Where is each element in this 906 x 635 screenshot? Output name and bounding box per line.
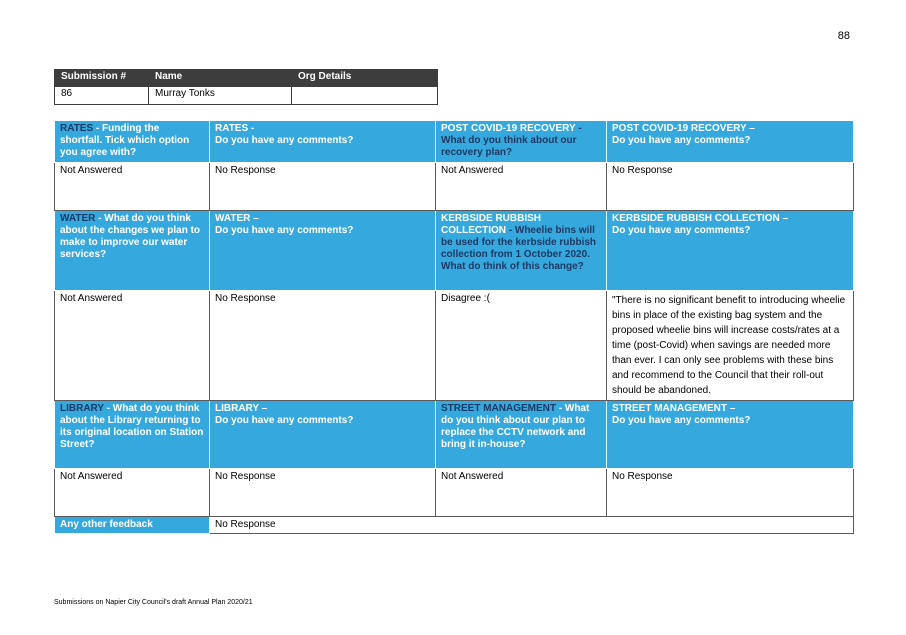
answer-cell: Disagree :( — [435, 290, 607, 401]
question-cell: KERBSIDE RUBBISH COLLECTION - Wheelie bi… — [435, 210, 607, 291]
question-cell: POST COVID-19 RECOVERY - What do you thi… — [435, 120, 607, 163]
question-cell: STREET MANAGEMENT – Do you have any comm… — [606, 400, 854, 469]
question-row: RATES - Funding the shortfall. Tick whic… — [54, 120, 854, 163]
question-cell: POST COVID-19 RECOVERY – Do you have any… — [606, 120, 854, 163]
org-details-value — [291, 86, 438, 105]
page-footer: Submissions on Napier City Council's dra… — [54, 599, 253, 606]
answer-cell: No Response — [606, 162, 854, 211]
question-cell: WATER - What do you think about the chan… — [54, 210, 210, 291]
question-cell: LIBRARY - What do you think about the Li… — [54, 400, 210, 469]
answer-cell: Not Answered — [54, 290, 210, 401]
other-feedback-value: No Response — [209, 516, 854, 534]
page-number: 88 — [837, 30, 850, 42]
answer-cell: Not Answered — [54, 162, 210, 211]
submission-number-value: 86 — [54, 86, 149, 105]
answer-cell: No Response — [209, 290, 436, 401]
question-cell: STREET MANAGEMENT - What do you think ab… — [435, 400, 607, 469]
name-value: Murray Tonks — [148, 86, 292, 105]
question-row: WATER - What do you think about the chan… — [54, 210, 854, 291]
name-header: Name — [148, 69, 292, 87]
answer-row: Not Answered No Response Not Answered No… — [54, 468, 854, 517]
submission-header-row: Submission # Name Org Details — [54, 69, 438, 87]
answer-cell: Not Answered — [435, 468, 607, 517]
submission-table: Submission # Name Org Details 86 Murray … — [54, 69, 438, 105]
answer-cell: "There is no significant benefit to intr… — [606, 290, 854, 401]
submission-value-row: 86 Murray Tonks — [54, 86, 438, 105]
question-row: LIBRARY - What do you think about the Li… — [54, 400, 854, 469]
answer-cell: No Response — [209, 468, 436, 517]
answer-row: Not Answered No Response Disagree :( "Th… — [54, 290, 854, 401]
org-details-header: Org Details — [291, 69, 438, 87]
question-cell: RATES - Funding the shortfall. Tick whic… — [54, 120, 210, 163]
other-feedback-row: Any other feedback No Response — [54, 516, 854, 534]
answer-row: Not Answered No Response Not Answered No… — [54, 162, 854, 211]
question-cell: WATER – Do you have any comments? — [209, 210, 436, 291]
responses-table: RATES - Funding the shortfall. Tick whic… — [54, 120, 854, 534]
other-feedback-label: Any other feedback — [54, 516, 210, 534]
question-cell: LIBRARY – Do you have any comments? — [209, 400, 436, 469]
answer-cell: Not Answered — [54, 468, 210, 517]
question-cell: KERBSIDE RUBBISH COLLECTION – Do you hav… — [606, 210, 854, 291]
answer-cell: No Response — [209, 162, 436, 211]
question-cell: RATES - Do you have any comments? — [209, 120, 436, 163]
answer-cell: Not Answered — [435, 162, 607, 211]
answer-cell: No Response — [606, 468, 854, 517]
submission-number-header: Submission # — [54, 69, 149, 87]
